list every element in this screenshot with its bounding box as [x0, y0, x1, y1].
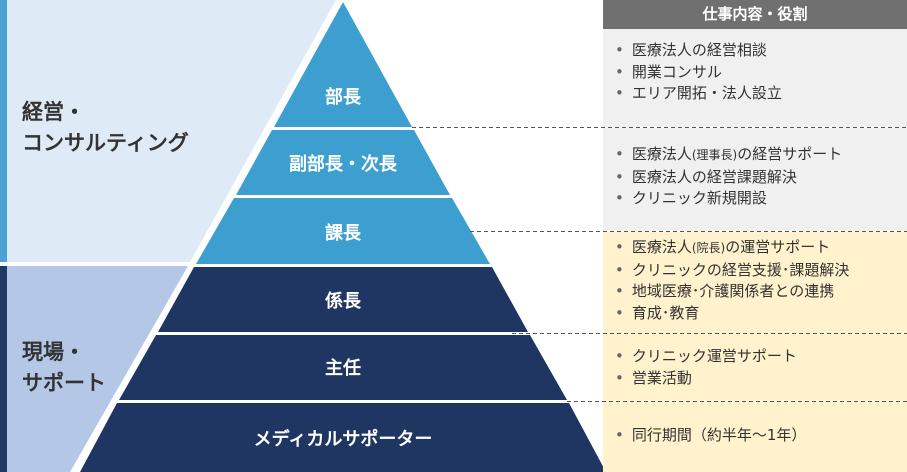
management-band-background	[0, 0, 336, 262]
role-item: 地域医療･介護関係者との連携	[615, 281, 907, 303]
role-item: 同行期間（約半年～1年）	[615, 425, 907, 447]
role-box-kacho-kakaricho: 医療法人(院長)の運営サポート クリニックの経営支援･課題解決 地域医療･介護関…	[603, 232, 907, 333]
field-band-background	[0, 266, 188, 472]
role-item: 医療法人(理事長)の経営サポート	[615, 144, 907, 167]
role-list: 同行期間（約半年～1年）	[615, 425, 907, 447]
role-list: 医療法人(院長)の運営サポート クリニックの経営支援･課題解決 地域医療･介護関…	[615, 237, 907, 324]
management-band-label: 経営・ コンサルティング	[22, 100, 189, 155]
role-item: 営業活動	[615, 368, 907, 390]
role-list: 医療法人(理事長)の経営サポート 医療法人の経営課題解決 クリニック新規開設	[615, 144, 907, 210]
role-item: 開業コンサル	[615, 62, 907, 84]
tier-label-bucho: 部長	[325, 86, 362, 108]
role-item: クリニックの経営支援･課題解決	[615, 260, 907, 282]
role-item: クリニック新規開設	[615, 188, 907, 210]
tier-shunin	[119, 335, 567, 400]
tier-label-kacho: 課長	[325, 222, 362, 244]
field-band-stripe	[0, 266, 7, 472]
role-box-bucho: 医療法人の経営相談 開業コンサル エリア開拓・法人設立	[603, 29, 907, 127]
tier-bucho	[274, 2, 412, 127]
role-box-fukubucho-kacho: 医療法人(理事長)の経営サポート 医療法人の経営課題解決 クリニック新規開設	[603, 128, 907, 231]
role-item: エリア開拓・法人設立	[615, 83, 907, 105]
tier-label-kakaricho: 係長	[325, 290, 362, 312]
management-band-stripe	[0, 0, 7, 262]
role-box-medical-supporter: 同行期間（約半年～1年）	[603, 402, 907, 472]
role-box-shunin: クリニック運営サポート 営業活動	[603, 334, 907, 401]
role-list: クリニック運営サポート 営業活動	[615, 346, 907, 389]
role-item: 医療法人(院長)の運営サポート	[615, 237, 907, 260]
tier-medical-supporter	[80, 403, 606, 472]
tier-kakaricho	[158, 267, 528, 332]
tier-label-medical-supporter: メディカルサポーター	[254, 428, 433, 450]
roles-header: 仕事内容・役割	[603, 0, 907, 29]
tier-fukubucho-jicho	[236, 130, 450, 195]
role-item: 医療法人の経営相談	[615, 40, 907, 62]
tier-label-shunin: 主任	[325, 357, 361, 379]
role-item: 医療法人の経営課題解決	[615, 167, 907, 189]
role-item: クリニック運営サポート	[615, 346, 907, 368]
tier-label-fukubucho-jicho: 副部長・次長	[289, 153, 398, 175]
role-list: 医療法人の経営相談 開業コンサル エリア開拓・法人設立	[615, 40, 907, 105]
tier-kacho	[196, 198, 490, 264]
field-band-label: 現場・ サポート	[22, 340, 106, 395]
role-item: 育成･教育	[615, 303, 907, 325]
